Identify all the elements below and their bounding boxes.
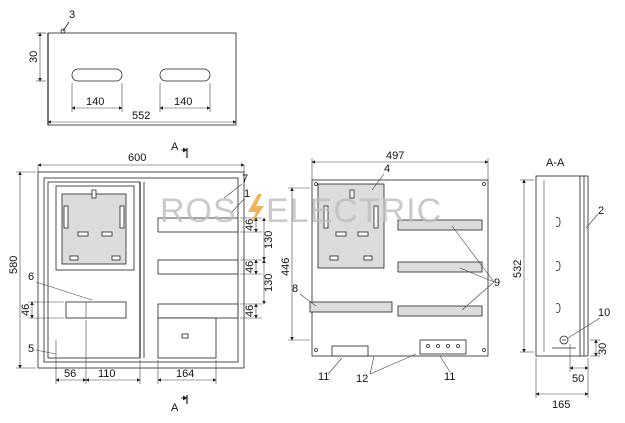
dim-front-130-r2: 130 bbox=[263, 231, 275, 249]
meter-mount bbox=[61, 193, 127, 265]
dim-section-50: 50 bbox=[572, 373, 584, 385]
callout-8: 8 bbox=[292, 283, 298, 295]
watermark: ROS ELECTRIC bbox=[160, 192, 442, 230]
din-rail-3 bbox=[157, 303, 239, 319]
section-mark-top: A bbox=[171, 141, 179, 153]
dim-front-46-left: 46 bbox=[20, 304, 32, 316]
dim-section-30: 30 bbox=[597, 343, 609, 355]
dim-top-30: 30 bbox=[28, 51, 40, 63]
dim-front-56: 56 bbox=[64, 368, 76, 380]
callout-10: 10 bbox=[598, 307, 610, 319]
callout-2: 2 bbox=[598, 205, 604, 217]
ground-symbol bbox=[559, 335, 569, 345]
callout-6: 6 bbox=[28, 271, 34, 283]
dim-top-552: 552 bbox=[132, 110, 150, 122]
callout-5: 5 bbox=[28, 343, 34, 355]
din-rail-2 bbox=[157, 259, 239, 275]
top-view: 3 30 140 140 552 bbox=[28, 9, 237, 126]
callout-11-right: 11 bbox=[444, 371, 455, 383]
callout-4: 4 bbox=[384, 163, 390, 175]
dim-panel-446: 446 bbox=[280, 258, 292, 276]
callout-7: 7 bbox=[242, 173, 248, 185]
dim-panel-497: 497 bbox=[386, 150, 404, 162]
dim-front-46-r1: 46 bbox=[244, 219, 256, 231]
panel-rail-left bbox=[309, 301, 393, 313]
section-title: A-A bbox=[546, 157, 565, 169]
dim-front-580: 580 bbox=[8, 256, 20, 274]
lower-breaker-slot bbox=[65, 301, 127, 319]
dim-front-600: 600 bbox=[128, 152, 146, 164]
dim-slot2-140: 140 bbox=[174, 96, 192, 108]
top-slot-left bbox=[71, 68, 123, 82]
dim-section-165: 165 bbox=[552, 399, 570, 411]
dim-front-46-r5: 46 bbox=[244, 305, 256, 317]
section-mark-bottom: A bbox=[171, 402, 179, 414]
dim-front-164: 164 bbox=[176, 368, 194, 380]
top-slot-right bbox=[159, 68, 211, 82]
dim-front-46-r3: 46 bbox=[244, 261, 256, 273]
panel-view: 497 446 4 8 9 bbox=[280, 150, 500, 385]
panel-rail-2 bbox=[397, 261, 483, 273]
callout-3: 3 bbox=[69, 9, 75, 21]
callout-1: 1 bbox=[244, 188, 250, 200]
dim-slot1-140: 140 bbox=[86, 96, 104, 108]
dim-front-130-r4: 130 bbox=[263, 274, 275, 292]
panel-rail-1 bbox=[397, 219, 483, 231]
din-rail-1 bbox=[157, 217, 239, 233]
bracket-right bbox=[419, 339, 467, 355]
watermark-text-right: ELECTRIC bbox=[266, 192, 442, 230]
dim-section-532: 532 bbox=[512, 260, 524, 278]
panel-rail-3 bbox=[397, 305, 483, 317]
callout-11-left: 11 bbox=[318, 371, 329, 383]
section-view: A-A 532 165 50 30 2 10 bbox=[512, 157, 610, 411]
dim-front-110: 110 bbox=[98, 368, 116, 380]
bolt-icon bbox=[248, 194, 264, 226]
bracket-left bbox=[331, 345, 369, 357]
section-outline bbox=[535, 175, 589, 357]
callout-9: 9 bbox=[494, 277, 500, 289]
callout-12: 12 bbox=[356, 373, 368, 385]
watermark-text-left: ROS bbox=[160, 192, 237, 230]
front-view: 600 A A 580 bbox=[8, 141, 275, 414]
